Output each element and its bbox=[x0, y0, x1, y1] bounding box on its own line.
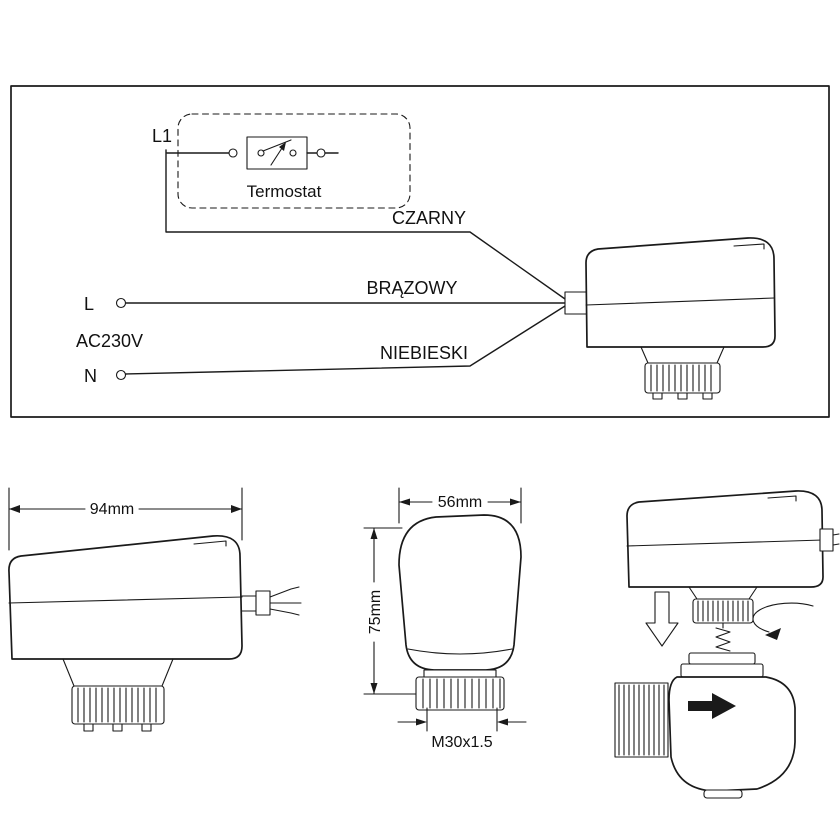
actuator-top-notch bbox=[733, 243, 765, 250]
actuator-seam-line bbox=[626, 539, 824, 547]
depth-dimension-label: 56mm bbox=[438, 494, 482, 511]
wiring-diagram-border bbox=[10, 85, 830, 418]
terminal-l bbox=[115, 297, 127, 309]
switch-contact-left bbox=[257, 149, 265, 157]
dimension-arrowhead bbox=[497, 718, 508, 726]
depth-dimension: 56mm bbox=[398, 487, 522, 524]
l1-label: L1 bbox=[152, 126, 172, 146]
base-side-left bbox=[640, 346, 649, 364]
dimension-arrowhead bbox=[231, 505, 242, 513]
base-side-left bbox=[688, 586, 698, 600]
collar-hatch-lines bbox=[697, 600, 749, 622]
thermostat-label: Termostat bbox=[247, 182, 322, 201]
switch-actuation-arrowhead bbox=[279, 142, 286, 151]
switch-lever bbox=[262, 139, 292, 152]
valve-thread-collar bbox=[680, 663, 764, 678]
base-side-right bbox=[716, 346, 725, 364]
actuator-seam-line bbox=[407, 648, 513, 655]
actuator-cable bbox=[241, 586, 302, 616]
thread-dimension-label: M30x1.5 bbox=[431, 734, 492, 751]
dimension-arrowhead bbox=[399, 498, 410, 506]
actuator-body-front bbox=[398, 514, 522, 671]
thermostat-block: Termostat bbox=[166, 113, 411, 209]
base-side-right bbox=[161, 658, 174, 687]
nut-hatch-lines bbox=[618, 684, 665, 756]
base-side-right bbox=[748, 586, 758, 600]
black-wire bbox=[165, 149, 566, 300]
collar-neck bbox=[423, 669, 497, 678]
dimension-arrowhead bbox=[9, 505, 20, 513]
brown-wire-label: BRĄZOWY bbox=[366, 278, 457, 298]
actuator-wiring-view bbox=[564, 237, 776, 400]
height-dimension: 75mm bbox=[363, 527, 429, 695]
cable-gland bbox=[819, 528, 834, 552]
black-wire-label: CZARNY bbox=[392, 208, 466, 228]
cable-wires bbox=[269, 586, 302, 616]
collar-tab bbox=[652, 392, 663, 400]
install-direction-arrow bbox=[645, 591, 679, 647]
terminal-n bbox=[115, 369, 127, 381]
front-view: 56mm 75mm M30x1.5 bbox=[363, 487, 527, 751]
flow-direction-arrow bbox=[688, 693, 736, 719]
width-dimension-label: 94mm bbox=[90, 501, 134, 518]
width-dimension: 94mm bbox=[8, 487, 243, 551]
valve-stem-spring bbox=[715, 622, 731, 652]
dimension-arrowhead bbox=[416, 718, 427, 726]
rotation-arc bbox=[752, 602, 814, 633]
height-dimension-label: 75mm bbox=[367, 590, 384, 634]
collar-hatch-lines bbox=[77, 687, 157, 723]
thread-dimension: M30x1.5 bbox=[397, 707, 527, 751]
collar-tab bbox=[112, 723, 123, 732]
blue-wire bbox=[125, 305, 566, 375]
actuator-seam-line bbox=[585, 297, 775, 306]
valve-stem-adapter bbox=[688, 652, 756, 665]
actuator-top-notch bbox=[767, 495, 797, 502]
switch-box bbox=[246, 136, 308, 170]
collar-tab bbox=[83, 723, 94, 732]
base-side-left bbox=[62, 658, 75, 687]
cable-gland bbox=[564, 291, 588, 315]
actuator-collar bbox=[644, 362, 721, 394]
rotation-arrowhead bbox=[765, 628, 781, 640]
terminal-l-label: L bbox=[84, 294, 94, 314]
actuator-body bbox=[585, 237, 776, 348]
dimension-arrowhead bbox=[510, 498, 521, 506]
dimension-arrowhead bbox=[370, 528, 378, 539]
actuator-collar bbox=[415, 676, 505, 711]
valve-bottom-cap bbox=[703, 789, 743, 799]
collar-hatch-lines bbox=[650, 364, 712, 392]
collar-hatch-lines bbox=[422, 678, 501, 709]
installation-view bbox=[614, 490, 840, 799]
dimension-arrowhead bbox=[370, 683, 378, 694]
side-view: 94mm bbox=[8, 487, 302, 732]
switch-contact-right bbox=[289, 149, 297, 157]
valve-union-nut bbox=[614, 682, 669, 758]
wiring-diagram: L1 Termostat CZARNY L bbox=[10, 85, 830, 418]
cable-line bbox=[832, 533, 840, 536]
valve-body bbox=[668, 676, 796, 792]
actuator-top-notch bbox=[193, 540, 227, 547]
actuator-install bbox=[626, 490, 840, 624]
actuator-body-side bbox=[8, 535, 243, 660]
thermostat-switch bbox=[166, 136, 339, 170]
blue-wire-label: NIEBIESKI bbox=[380, 343, 468, 363]
switch-right-terminal bbox=[316, 148, 326, 158]
collar-tab bbox=[141, 723, 152, 732]
cable-line bbox=[832, 543, 840, 546]
thermostat-dashed-outline bbox=[177, 113, 411, 209]
cable-gland bbox=[255, 590, 271, 616]
voltage-label: AC230V bbox=[76, 331, 143, 351]
terminal-n-label: N bbox=[84, 366, 97, 386]
actuator-body-install bbox=[626, 490, 824, 588]
rotation-arrow bbox=[752, 602, 814, 640]
collar-tab bbox=[677, 392, 688, 400]
actuator-seam-line bbox=[8, 596, 243, 604]
valve-assembly bbox=[614, 652, 796, 799]
switch-left-terminal bbox=[228, 148, 238, 158]
collar-tab bbox=[702, 392, 713, 400]
